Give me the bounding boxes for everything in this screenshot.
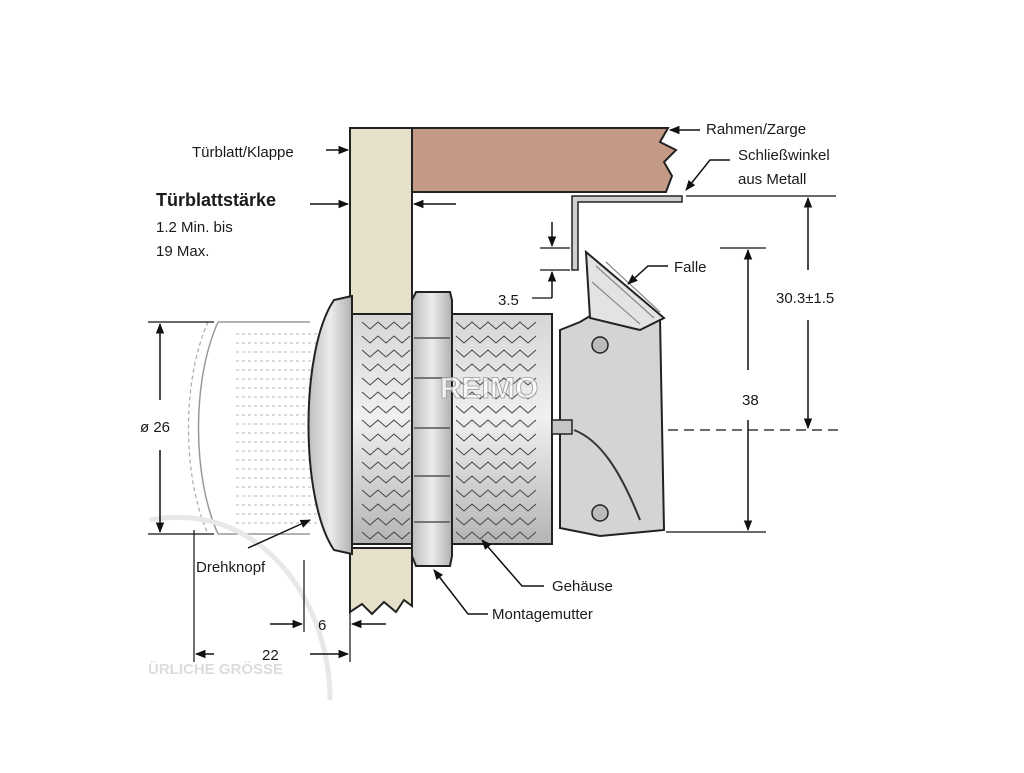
latch-rivet-bottom — [591, 504, 609, 522]
label-rahmen: Rahmen/Zarge — [706, 121, 806, 138]
latch-pin — [551, 419, 573, 435]
label-schliess-2: aus Metall — [738, 171, 806, 188]
label-dim-38: 38 — [742, 392, 759, 409]
knob-face — [307, 294, 353, 556]
leader-schliess — [685, 159, 730, 191]
label-dim-22: 22 — [262, 647, 279, 664]
label-falle: Falle — [674, 259, 707, 276]
nut-facets — [414, 337, 450, 523]
leader-gehaeuse — [481, 539, 544, 587]
door-panel — [349, 127, 413, 315]
label-staerke-line2: 19 Max. — [156, 243, 209, 260]
label-dim-303: 30.3±1.5 — [776, 290, 834, 307]
strike-bracket — [571, 195, 683, 271]
leader-falle — [627, 265, 668, 285]
latch-head — [559, 308, 666, 538]
label-staerke-line1: 1.2 Min. bis — [156, 219, 233, 236]
label-montagemutter: Montagemutter — [492, 606, 593, 623]
mounting-nut — [411, 291, 453, 567]
latch-rivet-top — [591, 336, 609, 354]
knob-hatch-lines — [236, 333, 318, 524]
latch-curve — [573, 429, 641, 521]
label-dim-26: ø 26 — [140, 419, 170, 436]
label-gehaeuse: Gehäuse — [552, 578, 613, 595]
housing-threads — [361, 321, 537, 540]
latch-cam — [584, 249, 666, 332]
frame-rahmen — [411, 127, 678, 193]
knob-ghost — [187, 321, 310, 535]
latch-cam-ridges — [591, 261, 661, 325]
label-tuerblatt: Türblatt/Klappe — [192, 144, 294, 161]
watermark-bottom: ÜRLICHE GRÖSSE — [148, 661, 283, 678]
label-schliess-1: Schließwinkel — [738, 147, 830, 164]
watermark-arc — [149, 515, 333, 701]
label-dim-6: 6 — [318, 617, 326, 634]
label-drehknopf: Drehknopf — [196, 559, 266, 576]
watermark-logo: REIMO — [440, 372, 538, 405]
leader-montagemutter — [433, 569, 488, 615]
label-dim-35: 3.5 — [498, 292, 519, 309]
door-panel-lower — [349, 547, 413, 616]
label-staerke-title: Türblattstärke — [156, 190, 276, 210]
leader-drehknopf — [247, 519, 311, 549]
